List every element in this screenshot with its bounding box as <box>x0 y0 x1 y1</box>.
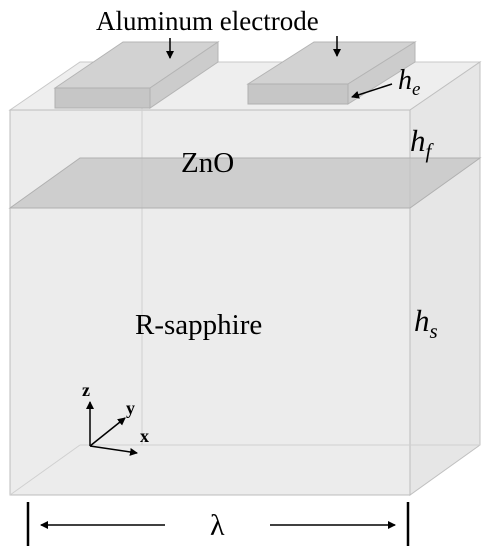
zno-label: ZnO <box>181 147 234 179</box>
electrode-height-label: he <box>398 65 420 100</box>
axis-y-label: y <box>126 398 135 418</box>
electrode-left-front <box>54 87 151 109</box>
film-height-label: hf <box>410 123 435 163</box>
axis-y-arrow <box>89 417 126 447</box>
wavelength-label: λ <box>210 509 225 542</box>
substrate-height-label: hs <box>414 303 438 343</box>
axis-z-label: z <box>82 380 90 400</box>
electrode-label: Aluminum electrode <box>96 6 319 36</box>
coordinate-axes: z y x <box>82 380 149 456</box>
electrode-right <box>246 41 417 105</box>
sapphire-label: R-sapphire <box>135 309 262 341</box>
electrode-left <box>53 41 220 109</box>
electrode-height-pointer <box>351 83 393 99</box>
axis-x-arrow <box>89 445 138 456</box>
electrode-right-front <box>247 83 349 105</box>
zno-sapphire-interface <box>8 157 482 209</box>
axis-x-label: x <box>140 426 149 446</box>
wavelength-dimension: λ <box>26 502 410 546</box>
hidden-edge-left <box>9 444 81 496</box>
